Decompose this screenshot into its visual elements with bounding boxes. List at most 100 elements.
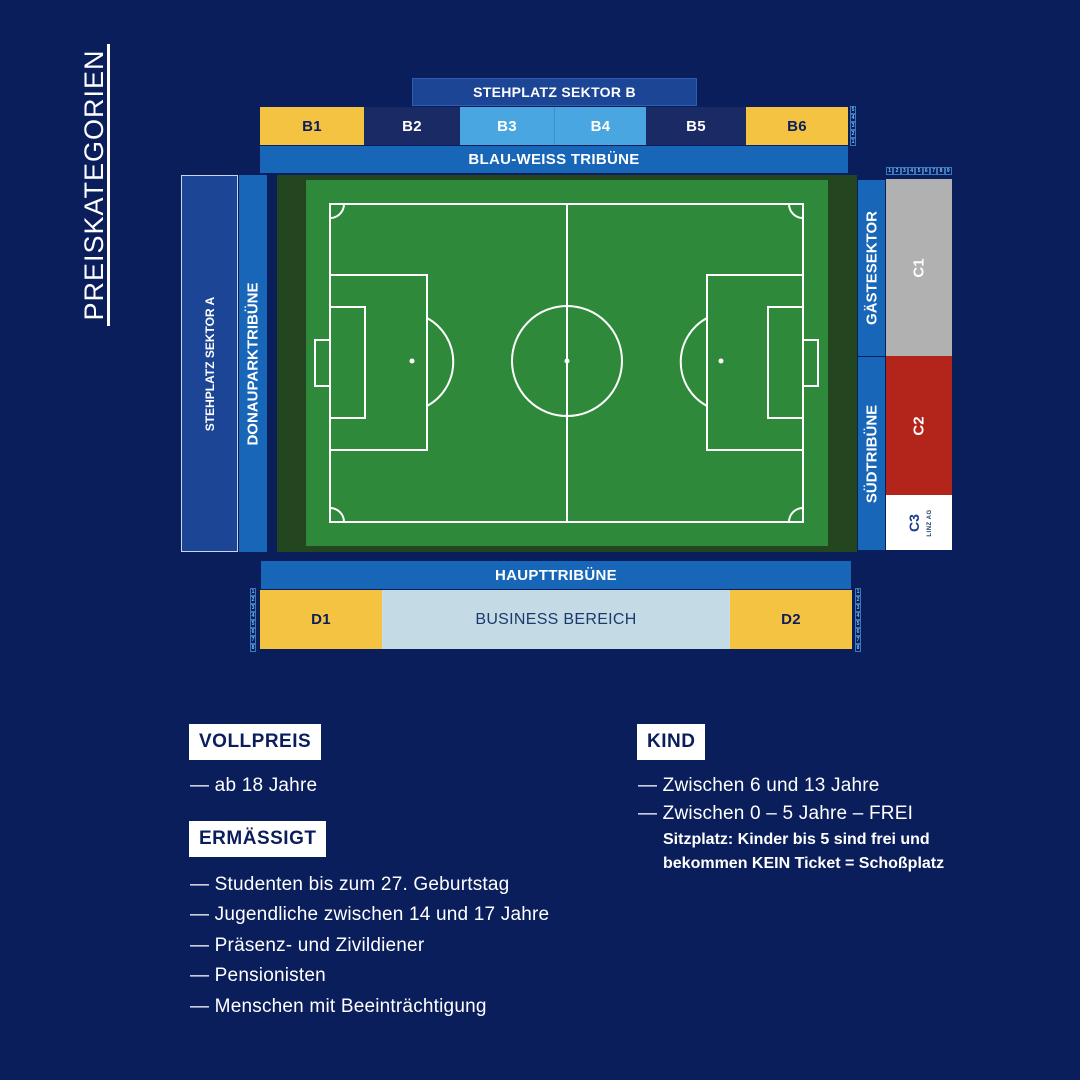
section-b4-label: B4 [590, 117, 611, 135]
section-haupt-label: HAUPTTRIBÜNE [495, 566, 617, 584]
football-pitch [277, 175, 857, 552]
section-gaestesektor[interactable]: GÄSTESEKTOR [858, 180, 885, 356]
section-b1-label: B1 [302, 117, 322, 135]
row-number: 3 [850, 122, 856, 130]
left-penalty-spot [409, 358, 415, 364]
row-number: 1 [886, 167, 894, 175]
row-number: 5 [250, 620, 256, 628]
pitch-lines [314, 203, 819, 523]
section-stehplatz-a-label: STEHPLATZ SEKTOR A [202, 296, 217, 431]
legend-ermaessigt-item: — Präsenz- und Zivildiener [190, 935, 425, 956]
right-goal [802, 339, 819, 387]
row-numbers-c: 1 2 3 4 5 6 7 8 9 [886, 167, 952, 175]
legend-vollpreis-item: — ab 18 Jahre [190, 775, 318, 796]
section-b3-label: B3 [497, 117, 517, 135]
section-d2-label: D2 [781, 611, 801, 628]
row-number: 4 [250, 612, 256, 620]
row-number: 5 [850, 106, 856, 114]
row-number: 8 [250, 644, 256, 652]
row-number: 2 [850, 130, 856, 138]
section-blau-weiss-label: BLAU-WEISS TRIBÜNE [468, 151, 640, 168]
row-numbers-d2: 1 2 3 4 5 6 7 8 [854, 588, 862, 652]
center-spot [564, 358, 570, 364]
section-stehplatz-b-label: STEHPLATZ SEKTOR B [473, 84, 636, 100]
section-gaeste-label: GÄSTESEKTOR [863, 211, 880, 325]
section-c1[interactable]: C1 [886, 179, 952, 356]
row-number: 2 [855, 596, 861, 604]
section-c2[interactable]: C2 [886, 356, 952, 495]
section-c3-label: C3 [906, 513, 922, 532]
row-number: 3 [900, 167, 908, 175]
section-suedtribuene[interactable]: SÜDTRIBÜNE [858, 357, 885, 550]
section-d2[interactable]: D2 [730, 590, 852, 649]
corner-arc [788, 507, 804, 523]
section-b6-label: B6 [787, 117, 807, 135]
row-number: 2 [250, 596, 256, 604]
left-goal [314, 339, 331, 387]
legend-kind-note-line2: bekommen KEIN Ticket = Schoßplatz [663, 855, 945, 872]
section-business-bereich[interactable]: BUSINESS BEREICH [382, 590, 730, 649]
section-blau-weiss-tribuene[interactable]: BLAU-WEISS TRIBÜNE [260, 146, 848, 173]
row-numbers-d1: 1 2 3 4 5 6 7 8 [249, 588, 257, 652]
row-number: 1 [855, 588, 861, 596]
title-underline [107, 44, 110, 326]
row-number: 7 [250, 636, 256, 644]
section-c2-label: C2 [910, 415, 928, 436]
corner-arc [329, 507, 345, 523]
row-number: 6 [922, 167, 930, 175]
corner-arc [329, 203, 345, 219]
section-b3[interactable]: B3 [460, 107, 554, 145]
row-number: 7 [855, 636, 861, 644]
section-business-label: BUSINESS BEREICH [475, 610, 637, 628]
row-number: 1 [850, 138, 856, 146]
legend-tag-kind: KIND [637, 724, 706, 760]
section-b5[interactable]: B5 [646, 107, 746, 145]
legend-ermaessigt-item: — Jugendliche zwischen 14 und 17 Jahre [190, 904, 550, 925]
legend-kind-label: KIND [647, 731, 696, 752]
legend-kind-item: — Zwischen 0 – 5 Jahre – FREI [638, 803, 914, 824]
section-haupttribuene[interactable]: HAUPTTRIBÜNE [261, 561, 851, 589]
row-number: 4 [855, 612, 861, 620]
right-penalty-spot [718, 358, 724, 364]
right-penalty-arc [679, 317, 708, 407]
section-d1[interactable]: D1 [260, 590, 382, 649]
legend-vollpreis-label: VOLLPREIS [199, 731, 312, 752]
row-numbers-b: 5 4 3 2 1 [849, 106, 857, 146]
section-sued-label: SÜDTRIBÜNE [863, 404, 880, 503]
linz-ag-logo: LINZ AG [927, 508, 933, 537]
section-b5-label: B5 [686, 117, 706, 135]
row-number: 5 [915, 167, 923, 175]
legend-ermaessigt-item: — Menschen mit Beeinträchtigung [190, 996, 487, 1017]
row-number: 8 [937, 167, 945, 175]
section-donauparktribuene[interactable]: DONAUPARKTRIBÜNE [239, 175, 267, 552]
section-b6[interactable]: B6 [746, 107, 848, 145]
legend-tag-vollpreis: VOLLPREIS [189, 724, 322, 760]
section-donaupark-label: DONAUPARKTRIBÜNE [244, 281, 262, 446]
section-c3[interactable]: C3 LINZ AG [886, 495, 952, 550]
row-number: 3 [250, 604, 256, 612]
row-number: 2 [893, 167, 901, 175]
section-b4[interactable]: B4 [554, 107, 646, 145]
left-penalty-arc [426, 317, 455, 407]
legend-ermaessigt-label: ERMÄSSIGT [199, 828, 317, 849]
legend-kind-item: — Zwischen 6 und 13 Jahre [638, 775, 880, 796]
row-number: 3 [855, 604, 861, 612]
legend-kind-note-line1: Sitzplatz: Kinder bis 5 sind frei und [663, 831, 930, 848]
row-number: 5 [855, 620, 861, 628]
section-b2[interactable]: B2 [364, 107, 460, 145]
section-c1-label: C1 [910, 257, 928, 278]
center-circle [511, 305, 623, 417]
section-b1[interactable]: B1 [260, 107, 364, 145]
section-stehplatz-b[interactable]: STEHPLATZ SEKTOR B [412, 78, 697, 106]
legend-ermaessigt-item: — Pensionisten [190, 965, 326, 986]
row-number: 8 [855, 644, 861, 652]
row-number: 6 [855, 628, 861, 636]
legend-tag-ermaessigt: ERMÄSSIGT [189, 821, 327, 857]
corner-arc [788, 203, 804, 219]
row-number: 6 [250, 628, 256, 636]
row-number: 1 [250, 588, 256, 596]
section-b2-label: B2 [402, 117, 422, 135]
section-d1-label: D1 [311, 611, 331, 628]
section-stehplatz-a[interactable]: STEHPLATZ SEKTOR A [181, 175, 238, 552]
row-number: 9 [944, 167, 952, 175]
